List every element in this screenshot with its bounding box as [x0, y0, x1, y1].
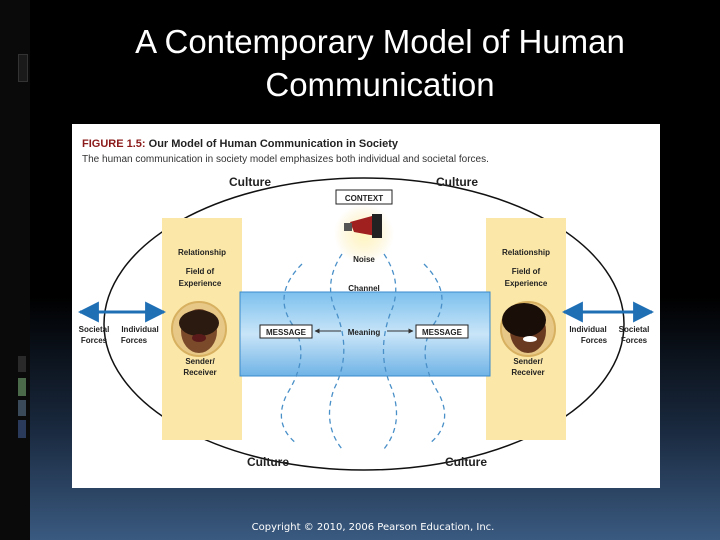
slide-title: A Contemporary Model of Human Communicat…: [60, 20, 700, 106]
figure-number: FIGURE 1.5:: [82, 138, 146, 150]
right-relationship-label: Relationship: [502, 248, 550, 257]
right-individual-line2: Forces: [581, 336, 608, 345]
context-box: [335, 189, 393, 205]
left-societal-line2: Forces: [81, 336, 108, 345]
accent-square: [18, 378, 26, 396]
culture-label-bottom-right: Culture: [445, 455, 487, 469]
left-relationship-label: Relationship: [178, 248, 226, 257]
right-person-avatar: [500, 301, 556, 357]
left-person-avatar: [171, 301, 227, 357]
accent-square: [18, 420, 26, 438]
left-individual-line1: Individual: [121, 325, 158, 334]
left-message-box: [259, 324, 313, 339]
culture-label-top-left: Culture: [229, 175, 271, 189]
left-sender-line1: Sender/: [185, 357, 215, 366]
left-individual-line2: Forces: [121, 336, 148, 345]
left-field-line1: Field of: [186, 267, 215, 276]
context-label: CONTEXT: [345, 194, 383, 203]
culture-label-bottom-left: Culture: [247, 455, 289, 469]
figure-title: Our Model of Human Communication in Soci…: [148, 138, 398, 150]
left-societal-line1: Societal: [79, 325, 110, 334]
right-message-box: [415, 324, 469, 339]
slide-title-line2: Communication: [265, 66, 495, 103]
figure-subtitle: The human communication in society model…: [82, 154, 489, 165]
communication-model-diagram: Culture Culture Culture Culture CONTEXT …: [77, 175, 655, 471]
channel-label: Channel: [348, 284, 380, 293]
right-field-line2: Experience: [505, 279, 548, 288]
left-sender-line2: Receiver: [183, 368, 216, 377]
right-sender-line2: Receiver: [511, 368, 544, 377]
copyright-text: Copyright © 2010, 2006 Pearson Education…: [251, 522, 495, 533]
left-field-line2: Experience: [179, 279, 222, 288]
noise-megaphone-icon: [344, 214, 382, 238]
right-sender-line1: Sender/: [513, 357, 543, 366]
right-message-label: MESSAGE: [422, 328, 463, 337]
slide-title-line1: A Contemporary Model of Human: [135, 23, 625, 60]
right-societal-line2: Forces: [621, 336, 648, 345]
accent-square: [18, 356, 26, 372]
figure-heading: FIGURE 1.5: Our Model of Human Communica…: [82, 138, 398, 150]
accent-square: [18, 54, 28, 82]
meaning-label: Meaning: [348, 328, 381, 337]
culture-label-top-right: Culture: [436, 175, 478, 189]
right-individual-line1: Individual: [569, 325, 606, 334]
right-field-line1: Field of: [512, 267, 541, 276]
noise-label: Noise: [353, 255, 375, 264]
culture-ellipse: [103, 177, 625, 471]
figure-panel: FIGURE 1.5: Our Model of Human Communica…: [72, 124, 660, 488]
left-accent-bar: [0, 0, 30, 540]
right-societal-line1: Societal: [619, 325, 650, 334]
accent-square: [18, 400, 26, 416]
noise-curves: [280, 253, 446, 450]
left-message-label: MESSAGE: [266, 328, 307, 337]
